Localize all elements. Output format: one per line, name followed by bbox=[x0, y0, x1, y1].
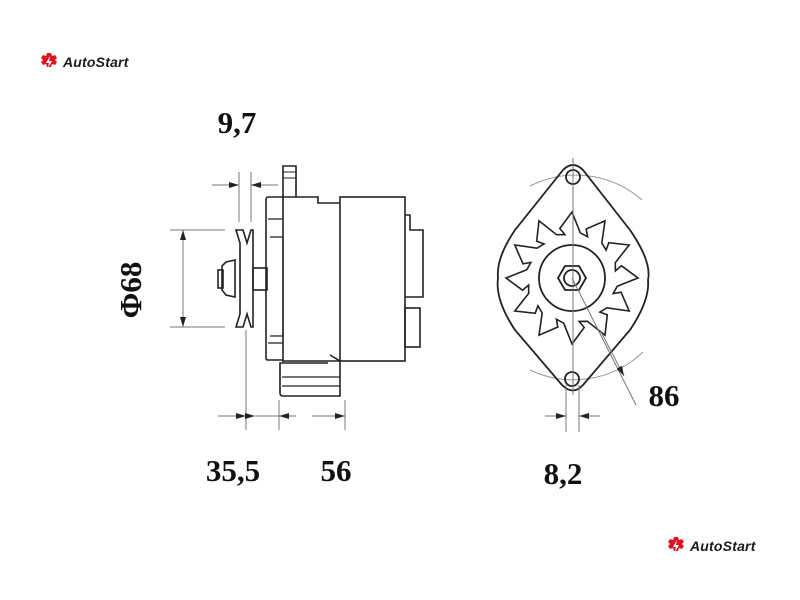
bottom-lug-hole bbox=[564, 371, 580, 387]
shaft-hub bbox=[252, 267, 268, 291]
rear-connector bbox=[405, 214, 424, 298]
mount-foot bbox=[279, 354, 341, 397]
hub-circle bbox=[538, 244, 606, 312]
pulley-nut bbox=[221, 259, 236, 298]
side-dimension-lines bbox=[170, 172, 346, 430]
rear-cylinder bbox=[339, 196, 406, 362]
front-dimension-lines bbox=[545, 158, 637, 432]
top-tab bbox=[282, 165, 297, 197]
front-plate bbox=[265, 196, 283, 361]
dim-pulley-offset: 9,7 bbox=[218, 105, 257, 140]
dim-lug-hole: 8,2 bbox=[544, 456, 583, 491]
shaft-nut bbox=[556, 265, 588, 291]
mounting-radius-arc-top bbox=[529, 174, 643, 201]
pulley bbox=[234, 229, 254, 328]
autostart-logo-top: AutoStart bbox=[39, 52, 129, 72]
dim-mount-width: 56 bbox=[321, 453, 352, 488]
fan-blades bbox=[504, 210, 640, 346]
gear-lightning-icon bbox=[41, 53, 57, 68]
dim-mount-radius: 86 bbox=[649, 378, 680, 413]
main-body bbox=[282, 195, 340, 362]
mounting-radius-arc-bottom bbox=[529, 351, 644, 381]
autostart-logo-bottom: AutoStart bbox=[666, 536, 756, 556]
gear-lightning-icon bbox=[668, 537, 684, 552]
brand-name: AutoStart bbox=[63, 54, 129, 70]
side-view bbox=[217, 165, 424, 397]
dim-front-to-mount: 35,5 bbox=[206, 453, 260, 488]
dim-pulley-diameter: Φ68 bbox=[113, 262, 148, 319]
brand-name: AutoStart bbox=[690, 538, 756, 554]
housing-outline bbox=[496, 164, 650, 392]
front-view bbox=[496, 164, 650, 392]
rear-terminal-box bbox=[404, 307, 421, 348]
